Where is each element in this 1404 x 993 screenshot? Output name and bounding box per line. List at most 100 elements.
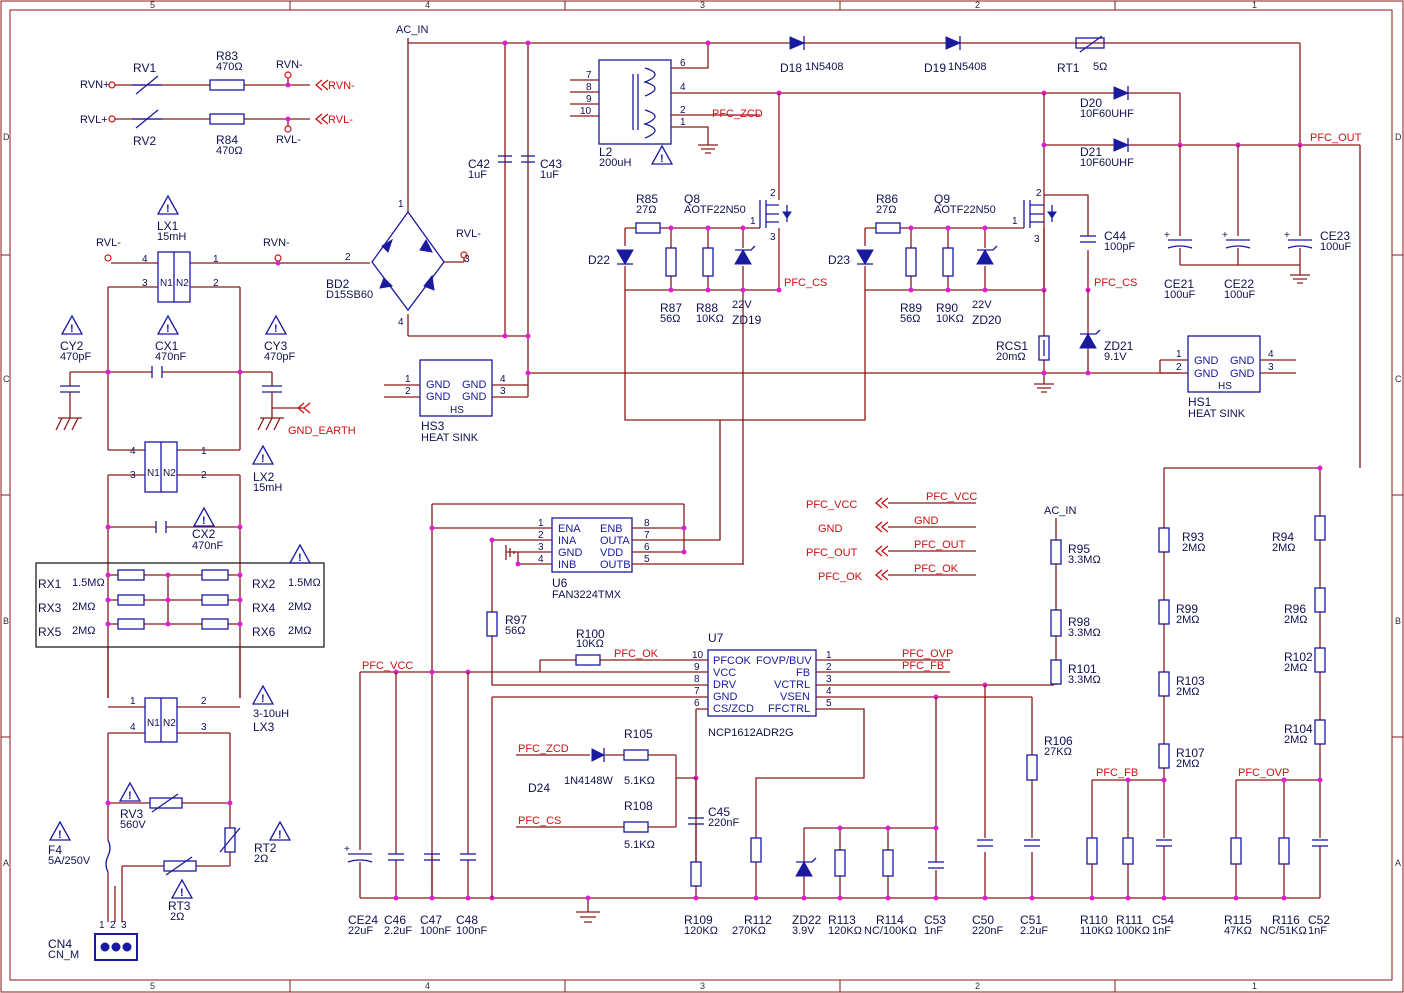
col-label: 4 bbox=[425, 981, 430, 991]
part-value: 22uF bbox=[348, 925, 373, 937]
part-ref: CE23 bbox=[1320, 229, 1350, 243]
part-value: 10KΩ bbox=[696, 313, 724, 325]
svg-text:4: 4 bbox=[1268, 349, 1274, 360]
col-label: 1 bbox=[1252, 981, 1257, 991]
part-value: 470Ω bbox=[216, 145, 243, 157]
part-value: 3.9V bbox=[792, 925, 815, 937]
part-ref: R90 bbox=[936, 301, 958, 315]
part-ref: R85 bbox=[636, 192, 658, 206]
part-value: 47KΩ bbox=[1224, 925, 1252, 937]
svg-text:!: ! bbox=[166, 203, 170, 215]
pin-label: VCC bbox=[713, 667, 736, 679]
svg-text:5: 5 bbox=[826, 698, 832, 709]
u7-controller: PFCOK VCC DRV GND CS/ZCD FOVP/BUV FB VCT… bbox=[360, 627, 1054, 862]
pin-label: INA bbox=[558, 535, 577, 547]
net-label: PFC_ZCD bbox=[712, 108, 763, 120]
svg-text:3: 3 bbox=[142, 278, 148, 289]
net-label: PFC_VCC bbox=[926, 491, 977, 503]
svg-text:!: ! bbox=[70, 323, 74, 335]
svg-text:N2: N2 bbox=[163, 468, 176, 479]
part-value: 2.2uF bbox=[1020, 925, 1048, 937]
svg-text:7: 7 bbox=[586, 70, 592, 81]
part-ref: HS3 bbox=[421, 419, 445, 433]
svg-text:3: 3 bbox=[201, 722, 207, 733]
part-value: 470nF bbox=[192, 540, 223, 552]
svg-text:1: 1 bbox=[538, 518, 544, 529]
pin-label: ENB bbox=[600, 523, 623, 535]
part-value: 2MΩ bbox=[288, 601, 312, 613]
part-ref: C54 bbox=[1152, 913, 1174, 927]
net-label: PFC_FB bbox=[902, 660, 944, 672]
part-value: 1N5408 bbox=[805, 61, 844, 73]
part-ref: CX2 bbox=[192, 527, 216, 541]
net-label: RVL- bbox=[96, 237, 121, 249]
emi-filter: RVL- RVN- N1 N2 LX1 15mH ! GND_EARTH CY2… bbox=[35, 194, 370, 961]
svg-text:2: 2 bbox=[826, 662, 832, 673]
part-ref: R99 bbox=[1176, 602, 1198, 616]
part-ref: R94 bbox=[1272, 530, 1294, 544]
part-value: 1N4148W bbox=[564, 775, 614, 787]
svg-text:3: 3 bbox=[826, 674, 832, 685]
part-ref: BD2 bbox=[326, 277, 350, 291]
svg-text:1: 1 bbox=[1176, 349, 1182, 360]
svg-text:1: 1 bbox=[201, 446, 207, 457]
pin-label: HS bbox=[1218, 381, 1232, 392]
svg-text:2: 2 bbox=[1176, 362, 1182, 373]
svg-text:3: 3 bbox=[1034, 234, 1040, 245]
part-value: 470pF bbox=[60, 351, 91, 363]
part-value: 470Ω bbox=[216, 61, 243, 73]
part-ref: D23 bbox=[828, 253, 850, 267]
svg-text:1: 1 bbox=[130, 696, 136, 707]
part-ref: R100 bbox=[576, 627, 605, 641]
part-value: HEAT SINK bbox=[1188, 408, 1246, 420]
part-value: 10KΩ bbox=[576, 638, 604, 650]
net-label: PFC_CS bbox=[518, 815, 561, 827]
part-value: 2Ω bbox=[254, 853, 268, 865]
col-label: 2 bbox=[975, 0, 980, 10]
part-value: 2MΩ bbox=[72, 601, 96, 613]
part-value: 1uF bbox=[468, 169, 487, 181]
part-value: 1uF bbox=[540, 169, 559, 181]
part-value: 10F60UHF bbox=[1080, 157, 1134, 169]
pin-label: VSEN bbox=[780, 691, 810, 703]
svg-text:N1: N1 bbox=[147, 468, 160, 479]
svg-text:4: 4 bbox=[130, 722, 136, 733]
pin-label: FFCTRL bbox=[768, 703, 810, 715]
svg-text:1: 1 bbox=[1012, 216, 1018, 227]
part-ref: R84 bbox=[216, 133, 238, 147]
svg-text:!: ! bbox=[58, 829, 62, 841]
part-ref: R114 bbox=[876, 913, 904, 927]
row-label: D bbox=[3, 132, 10, 142]
part-ref: R86 bbox=[876, 192, 898, 206]
net-label: PFC_ZCD bbox=[518, 743, 569, 755]
svg-text:8: 8 bbox=[644, 518, 650, 529]
part-value: D15SB60 bbox=[326, 289, 373, 301]
part-ref: L2 bbox=[599, 145, 613, 159]
col-label: 1 bbox=[1252, 0, 1257, 10]
part-value: 27Ω bbox=[876, 204, 896, 216]
pin-label: GND bbox=[426, 379, 451, 391]
net-label: RVL- bbox=[328, 114, 353, 126]
bottom-component-row: + CE24 22uF C46 2.2uF C47 100nF C48 1 bbox=[344, 672, 1330, 937]
part-ref: CE21 bbox=[1164, 277, 1194, 291]
net-label: GND bbox=[818, 523, 843, 535]
part-ref: RX6 bbox=[252, 625, 276, 639]
net-label: RVL+ bbox=[80, 114, 108, 126]
row-label: B bbox=[3, 616, 9, 626]
part-ref: R116 bbox=[1272, 913, 1300, 927]
part-ref: R83 bbox=[216, 49, 238, 63]
pin-label: GND bbox=[558, 547, 583, 559]
part-ref: R103 bbox=[1176, 674, 1205, 688]
part-ref: RT1 bbox=[1057, 61, 1080, 75]
pin-label: OUTA bbox=[600, 535, 630, 547]
svg-text:2: 2 bbox=[538, 530, 544, 541]
part-ref: R109 bbox=[684, 913, 713, 927]
part-value: 2MΩ bbox=[72, 625, 96, 637]
part-ref: Q8 bbox=[684, 192, 700, 206]
pin-label: FB bbox=[796, 667, 810, 679]
part-value: 1.5MΩ bbox=[288, 577, 321, 589]
part-value: 2MΩ bbox=[1284, 734, 1308, 746]
pin-label: GND bbox=[1230, 355, 1255, 367]
part-ref: R110 bbox=[1080, 913, 1108, 927]
